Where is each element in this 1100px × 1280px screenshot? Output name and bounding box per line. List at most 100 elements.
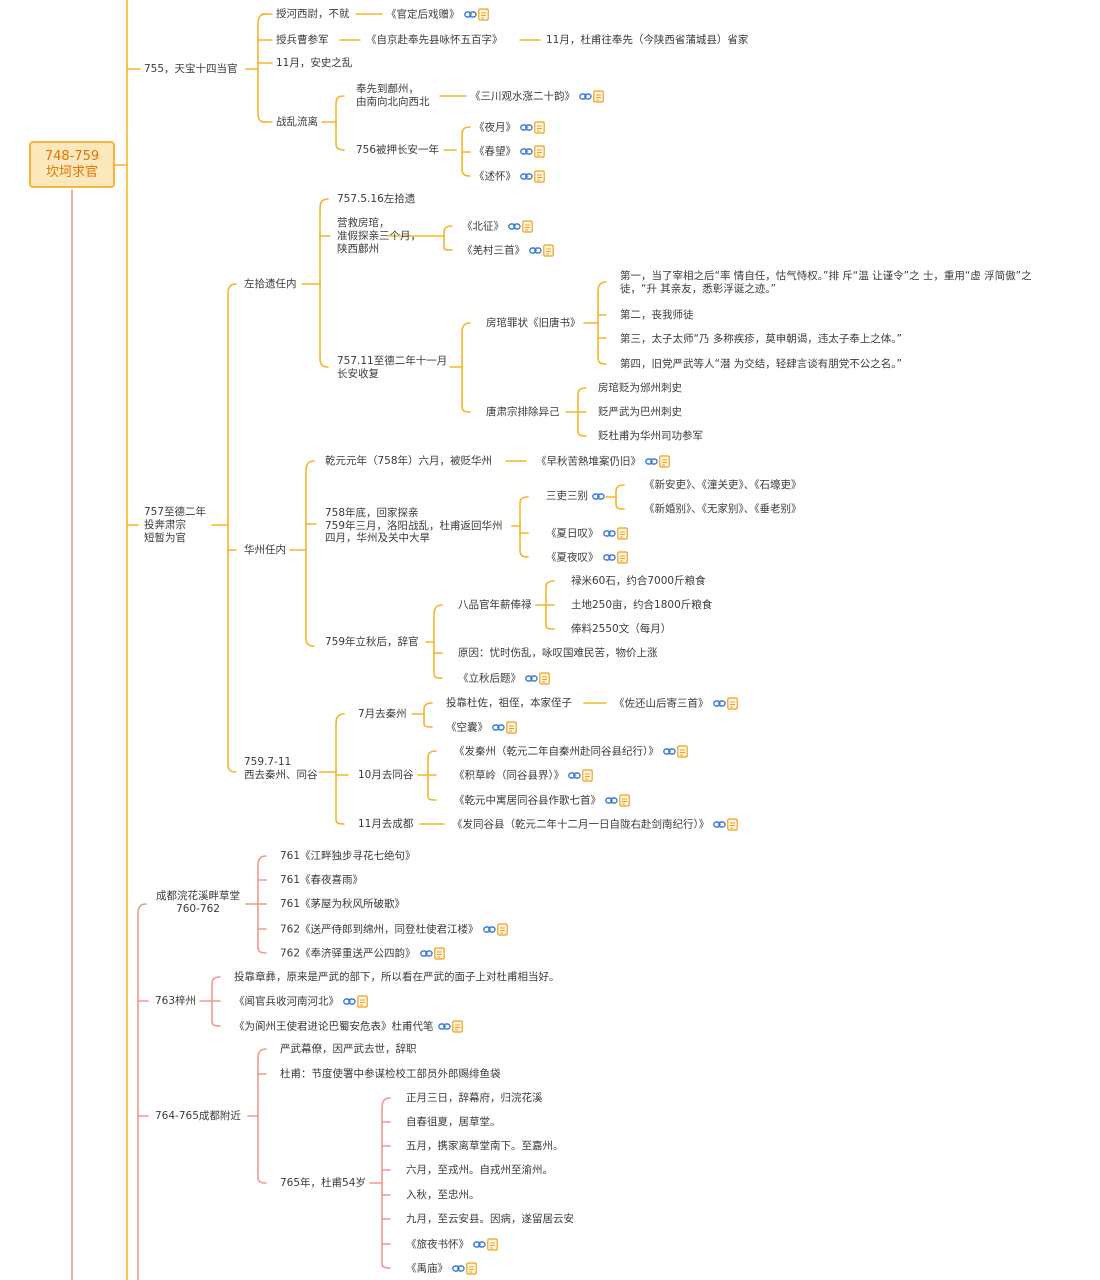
node-huazhou-demote[interactable]: 乾元元年（758年）六月，被贬华州 — [325, 455, 493, 467]
link-icon[interactable] — [437, 1021, 451, 1032]
node-huazhou-tenure[interactable]: 华州任内 — [244, 544, 286, 556]
link-icon[interactable] — [343, 996, 356, 1007]
link-icon[interactable] — [520, 122, 533, 133]
note-icon[interactable] — [539, 672, 550, 685]
link-icon[interactable] — [520, 146, 533, 157]
node-resign[interactable]: 759年立秋后，辞官 — [325, 636, 419, 648]
note-icon[interactable] — [477, 8, 489, 21]
node-poem-songyan[interactable]: 762《送严侍郎到绵州，同登杜使君江楼》 — [280, 923, 508, 936]
node-duzuo[interactable]: 投靠杜佐，祖侄，本家侄子 — [446, 697, 572, 709]
node-memorial[interactable]: 《为阆州王使君进论巴蜀安危表》杜甫代笔 — [234, 1020, 463, 1033]
node-tonggu[interactable]: 10月去同谷 — [358, 769, 414, 781]
node-fuzhou[interactable]: 奉先到鄜州，由南向北向西北 — [356, 83, 430, 109]
node-chengdu-trip[interactable]: 11月去成都 — [358, 818, 414, 830]
node-poem-chunwang[interactable]: 《春望》 — [474, 145, 545, 158]
link-icon[interactable] — [579, 91, 592, 102]
node-poem-jicaoling[interactable]: 《积草岭（同谷县界）》 — [454, 769, 594, 782]
note-icon[interactable] — [466, 1262, 477, 1275]
link-icon[interactable] — [568, 770, 581, 781]
node-purge[interactable]: 唐肃宗排除异己 — [486, 406, 560, 418]
node-crime-1[interactable]: 第一，当了宰相之后“率 情自任，怙气恃权。”排 斥“温 让谨令”之 士，重用“虚… — [620, 270, 1032, 295]
link-icon[interactable] — [463, 9, 477, 20]
note-icon[interactable] — [522, 220, 533, 233]
note-icon[interactable] — [357, 995, 368, 1008]
node-rescue-fangguan[interactable]: 营救房琯，准假探亲三个月，陕西鄜州 — [337, 217, 421, 256]
node-bingcao[interactable]: 授兵曹参军 — [276, 34, 329, 46]
node-poem-yeyue[interactable]: 《夜月》 — [474, 121, 545, 134]
node-purge-2[interactable]: 贬严武为巴州刺史 — [598, 406, 682, 418]
link-icon[interactable] — [602, 528, 616, 539]
link-icon[interactable] — [492, 722, 505, 733]
node-resign-reason[interactable]: 原因：忧时伤乱，咏叹国难民苦，物价上涨 — [458, 647, 658, 659]
note-icon[interactable] — [727, 818, 739, 831]
node-zhangyi[interactable]: 投靠章彝，原来是严武的部下，所以看在严武的面子上对杜甫相当好。 — [234, 971, 560, 983]
root-node[interactable]: 748-759 坎坷求官 — [29, 141, 115, 188]
node-sanli[interactable]: 《新安吏》、《潼关吏》、《石壕吏》 — [644, 479, 802, 491]
node-765[interactable]: 765年，杜甫54岁 — [280, 1177, 366, 1189]
node-765-sept[interactable]: 九月，至云安县。因病，遂留居云安 — [406, 1213, 574, 1225]
note-icon[interactable] — [451, 1020, 463, 1033]
note-icon[interactable] — [593, 90, 604, 103]
node-zizhou[interactable]: 763梓州 — [155, 995, 197, 1007]
node-sanli-sanbie[interactable]: 三吏三别 — [546, 490, 605, 503]
node-poem-xiaritan[interactable]: 《夏日叹》 — [546, 527, 628, 540]
note-icon[interactable] — [506, 721, 517, 734]
link-icon[interactable] — [592, 491, 605, 502]
node-poem-lvye[interactable]: 《旅夜书怀》 — [406, 1238, 498, 1251]
node-765-spring[interactable]: 自春徂夏，居草堂。 — [406, 1116, 501, 1128]
node-changan-captive[interactable]: 756被押长安一年 — [356, 144, 440, 156]
node-poem-fengji[interactable]: 762《奉济驿重送严公四韵》 — [280, 947, 445, 960]
link-icon[interactable] — [520, 171, 533, 182]
link-icon[interactable] — [662, 746, 676, 757]
link-icon[interactable] — [602, 552, 616, 563]
node-hexi-wei[interactable]: 授河西尉，不就 — [276, 8, 350, 20]
node-war[interactable]: 战乱流离 — [276, 116, 318, 128]
node-crime-3[interactable]: 第三，太子太师“乃 多称疾疹，莫申朝谒，违太子奉上之体。” — [620, 333, 902, 345]
note-icon[interactable] — [676, 745, 688, 758]
node-fengxian-visit[interactable]: 11月，杜甫往奉先（今陕西省蒲城县）省家 — [546, 34, 749, 46]
node-poem-guanding[interactable]: 《官定后戏赠》 — [386, 8, 489, 21]
note-icon[interactable] — [582, 769, 594, 782]
node-official-title[interactable]: 杜甫：节度使署中参谋检校工部员外郎赐绯鱼袋 — [280, 1068, 501, 1080]
node-poem-chunye[interactable]: 761《春夜喜雨》 — [280, 874, 364, 886]
node-757[interactable]: 757至德二年投奔肃宗短暂为官 — [144, 506, 206, 545]
note-icon[interactable] — [726, 697, 738, 710]
note-icon[interactable] — [534, 170, 545, 183]
note-icon[interactable] — [543, 244, 554, 257]
node-salary-land[interactable]: 土地250亩，约合1800斤粮食 — [571, 599, 713, 611]
node-salary[interactable]: 八品官年薪俸禄 — [458, 599, 532, 611]
node-765-autumn[interactable]: 入秋，至忠州。 — [406, 1189, 480, 1201]
node-poem-wenguanbing[interactable]: 《闻官兵收河南河北》 — [234, 995, 368, 1008]
node-crime-2[interactable]: 第二，丧我师徒 — [620, 309, 694, 321]
node-poem-jiangpan[interactable]: 761《江畔独步寻花七绝句》 — [280, 850, 416, 862]
node-qinzhou[interactable]: 7月去秦州 — [358, 708, 407, 720]
note-icon[interactable] — [496, 923, 508, 936]
node-poem-liqiu[interactable]: 《立秋后题》 — [458, 672, 550, 685]
note-icon[interactable] — [616, 527, 628, 540]
node-765-june[interactable]: 六月，至戎州。自戎州至渝州。 — [406, 1164, 553, 1176]
link-icon[interactable] — [712, 698, 726, 709]
node-anshi[interactable]: 11月，安史之乱 — [276, 57, 353, 69]
node-purge-1[interactable]: 房琯贬为邠州刺史 — [598, 382, 682, 394]
note-icon[interactable] — [534, 121, 545, 134]
note-icon[interactable] — [433, 947, 445, 960]
node-poem-beizheng[interactable]: 《北征》 — [462, 220, 533, 233]
link-icon[interactable] — [529, 245, 542, 256]
node-purge-3[interactable]: 贬杜甫为华州司功参军 — [598, 430, 703, 442]
node-poem-tonggu-songs[interactable]: 《乾元中寓居同谷县作歌七首》 — [454, 794, 630, 807]
link-icon[interactable] — [525, 673, 538, 684]
node-poem-zuohuan[interactable]: 《佐还山后寄三首》 — [614, 697, 738, 710]
link-icon[interactable] — [473, 1239, 486, 1250]
node-poem-maowu[interactable]: 761《茅屋为秋风所破歌》 — [280, 898, 406, 910]
node-fangguan-crimes[interactable]: 房琯罪状《旧唐书》 — [486, 317, 581, 329]
node-poem-xiayetan[interactable]: 《夏夜叹》 — [546, 551, 628, 564]
node-765-may[interactable]: 五月，携家离草堂南下。至嘉州。 — [406, 1140, 564, 1152]
node-poem-shuhuai[interactable]: 《述怀》 — [474, 170, 545, 183]
node-changan-recovered[interactable]: 757.11至德二年十一月长安收复 — [337, 355, 447, 381]
note-icon[interactable] — [659, 455, 670, 468]
node-poem-faqinzhou[interactable]: 《发秦州（乾元二年自秦州赴同谷县纪行）》 — [454, 745, 688, 758]
node-poem-kongnang[interactable]: 《空囊》 — [446, 721, 517, 734]
node-chengdu-nearby[interactable]: 764-765成都附近 — [155, 1110, 241, 1122]
link-icon[interactable] — [452, 1263, 465, 1274]
